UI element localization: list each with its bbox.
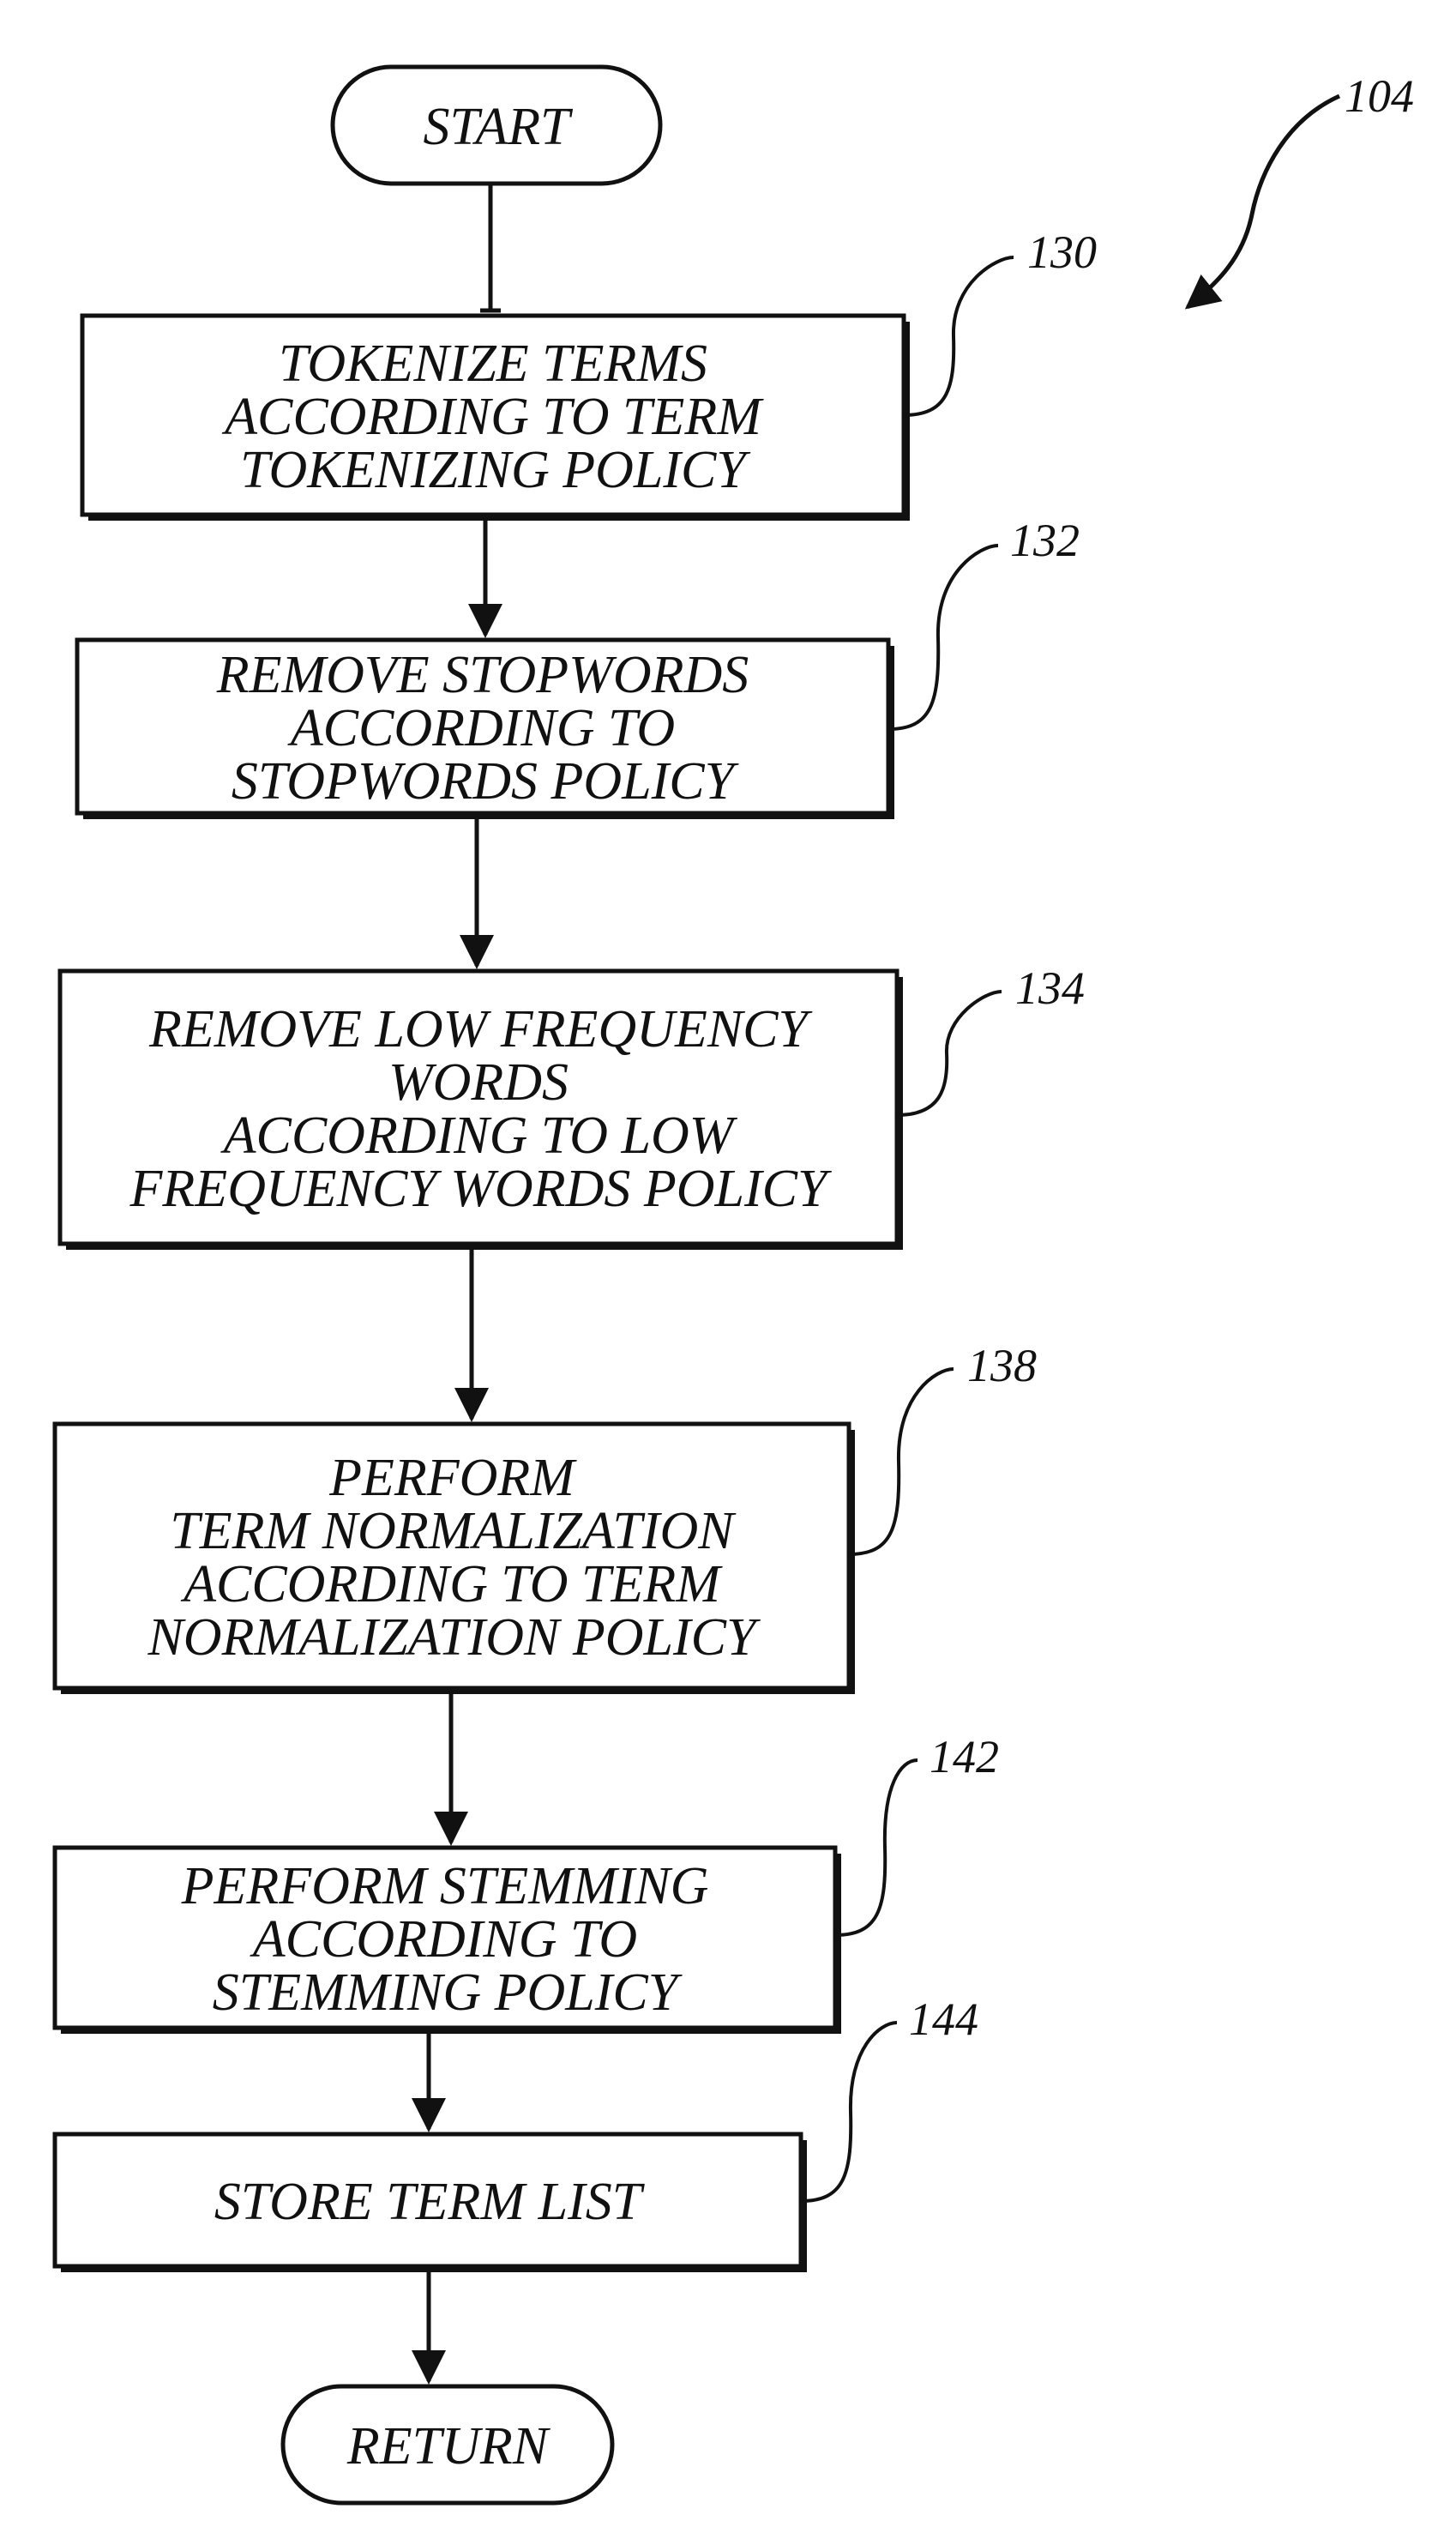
process-step-130: TOKENIZE TERMSACCORDING TO TERMTOKENIZIN… xyxy=(82,226,1097,521)
step-text-line: STORE TERM LIST xyxy=(214,2173,646,2231)
start-terminator: START xyxy=(333,67,660,184)
step-text-line: PERFORM STEMMING xyxy=(181,1857,709,1915)
step-text-line: WORDS xyxy=(388,1053,569,1112)
step-text-line: REMOVE STOPWORDS xyxy=(216,646,749,704)
step-text-line: ACCORDING TO LOW xyxy=(220,1107,738,1165)
step-text-line: TERM NORMALIZATION xyxy=(170,1502,737,1560)
reference-numeral: 142 xyxy=(930,1731,999,1782)
step-text-line: ACCORDING TO TERM xyxy=(180,1555,723,1613)
process-step-144: STORE TERM LIST 144 xyxy=(55,1993,978,2272)
process-step-142: PERFORM STEMMINGACCORDING TOSTEMMING POL… xyxy=(55,1731,999,2034)
reference-leader-line xyxy=(835,1760,918,1935)
step-text-line: FREQUENCY WORDS POLICY xyxy=(129,1160,832,1218)
return-terminator: RETURN xyxy=(283,2386,612,2503)
reference-leader-line xyxy=(801,2023,897,2201)
step-text-line: NORMALIZATION POLICY xyxy=(147,1608,761,1667)
reference-leader-line xyxy=(849,1369,954,1554)
step-text-line: ACCORDING TO xyxy=(287,699,675,757)
step-text-line: ACCORDING TO TERM xyxy=(221,388,764,446)
reference-numeral: 130 xyxy=(1027,226,1097,278)
reference-numeral: 144 xyxy=(909,1993,978,2045)
step-text-line: TOKENIZING POLICY xyxy=(240,441,750,499)
reference-leader-line xyxy=(897,992,1002,1115)
step-text-line: ACCORDING TO xyxy=(250,1910,637,1969)
start-label: START xyxy=(423,98,574,156)
reference-numeral: 134 xyxy=(1015,962,1085,1014)
figure-number: 104 xyxy=(1345,70,1414,122)
reference-numeral: 132 xyxy=(1010,515,1080,566)
process-step-134: REMOVE LOW FREQUENCYWORDSACCORDING TO LO… xyxy=(60,962,1085,1250)
step-text-line: PERFORM xyxy=(328,1449,577,1507)
process-step-132: REMOVE STOPWORDSACCORDING TOSTOPWORDS PO… xyxy=(77,515,1080,819)
figure-reference: 104 xyxy=(1188,70,1414,307)
process-steps: TOKENIZE TERMSACCORDING TO TERMTOKENIZIN… xyxy=(55,226,1097,2272)
step-text-line: REMOVE LOW FREQUENCY xyxy=(148,1000,813,1058)
step-text-line: STEMMING POLICY xyxy=(213,1963,683,2022)
reference-leader-line xyxy=(904,257,1014,415)
reference-leader-line xyxy=(888,546,998,729)
step-text-line: TOKENIZE TERMS xyxy=(279,335,707,393)
return-label: RETURN xyxy=(346,2417,551,2476)
process-step-138: PERFORMTERM NORMALIZATIONACCORDING TO TE… xyxy=(55,1340,1037,1694)
step-text-line: STOPWORDS POLICY xyxy=(232,752,739,811)
reference-numeral: 138 xyxy=(967,1340,1037,1391)
figure-pointer-arrow xyxy=(1188,96,1339,307)
